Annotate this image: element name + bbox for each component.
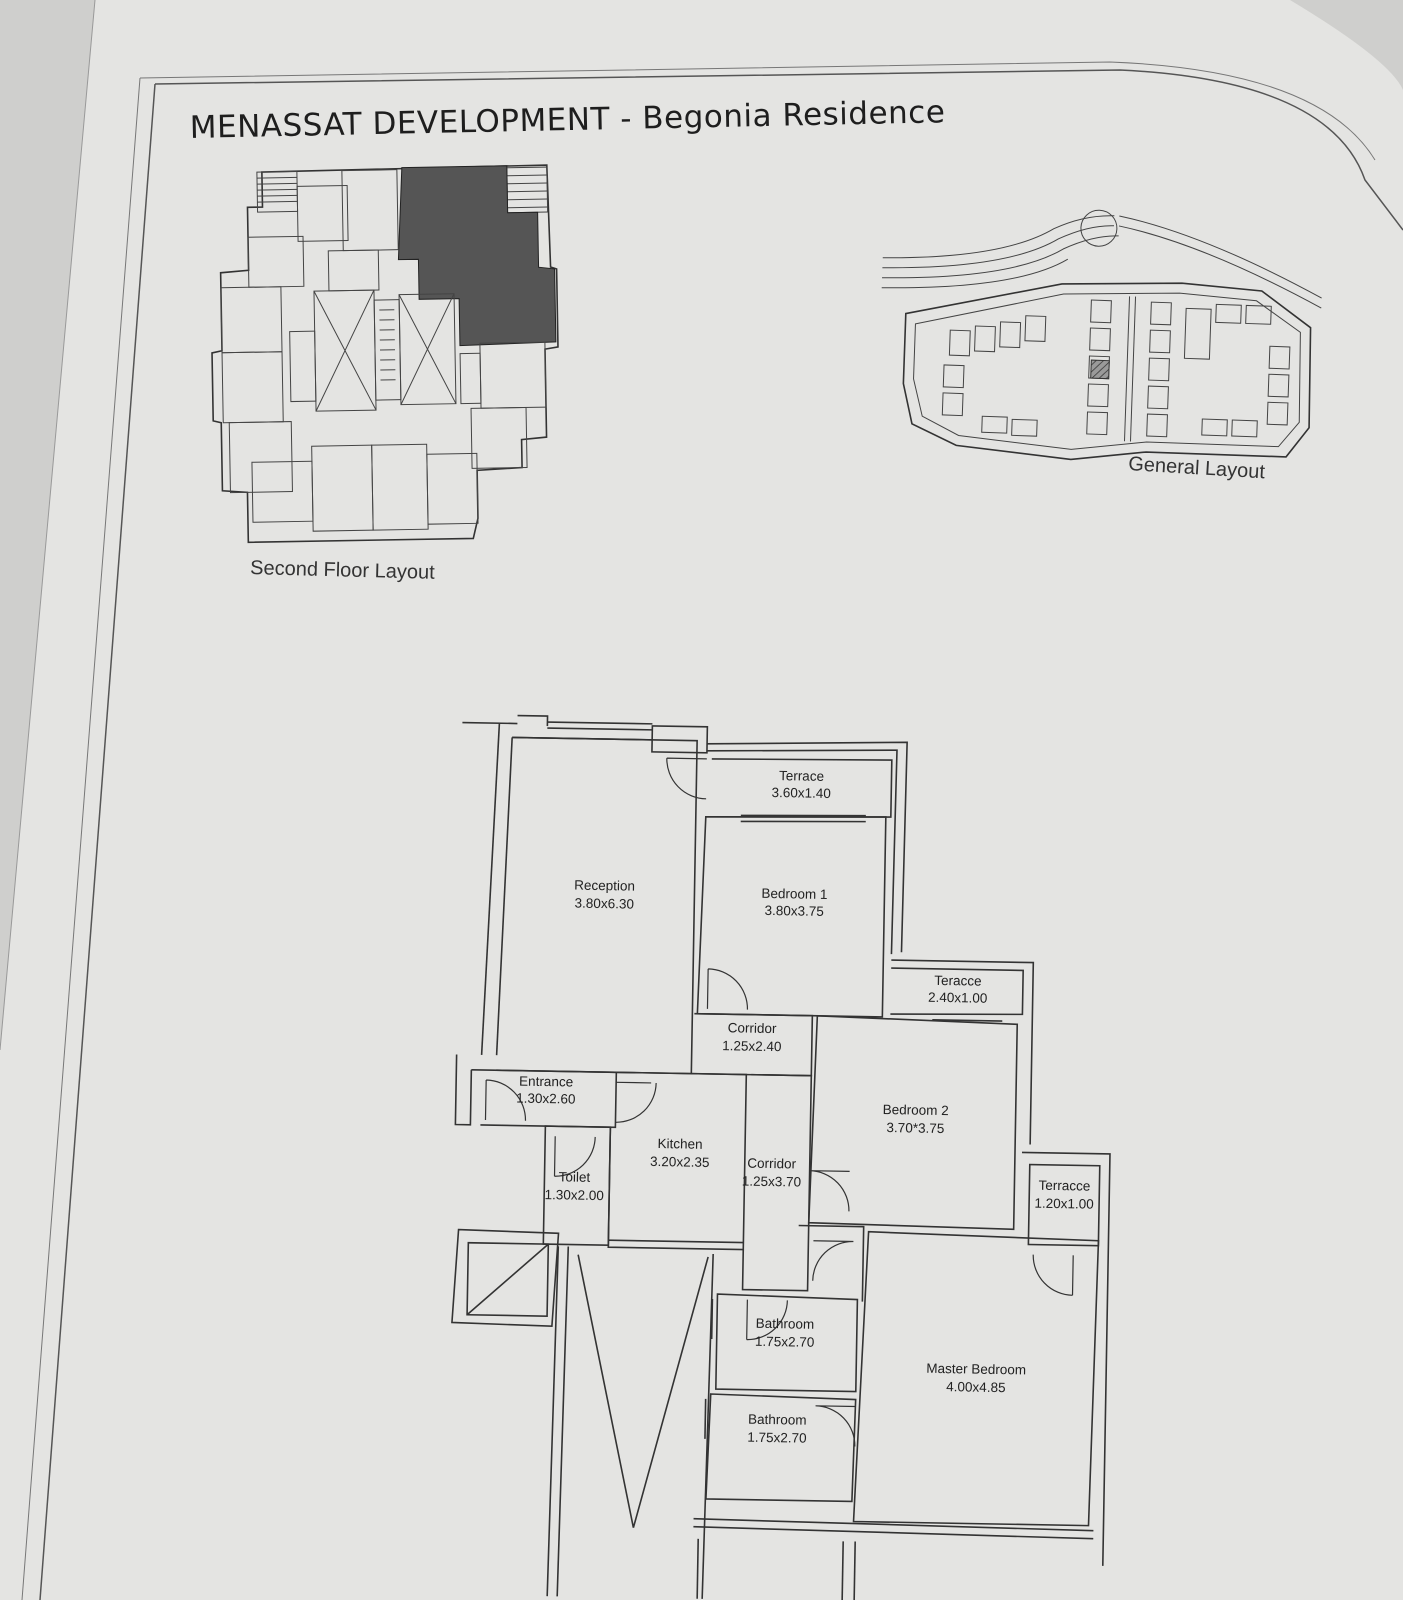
room-size: 2.40x1.00 xyxy=(928,990,988,1006)
second-floor-plan xyxy=(211,164,559,544)
room-name: Toilet xyxy=(559,1169,591,1185)
room-size: 1.75x2.70 xyxy=(747,1430,807,1446)
room-name: Bathroom xyxy=(756,1316,815,1332)
room-size: 3.80x3.75 xyxy=(764,903,824,919)
room-bathroom-2: Bathroom 1.75x2.70 xyxy=(747,1412,807,1446)
room-terrace-right: Terracce 1.20x1.00 xyxy=(1034,1178,1094,1212)
room-name: Kitchen xyxy=(657,1136,702,1152)
room-size: 3.20x2.35 xyxy=(650,1154,710,1170)
room-size: 4.00x4.85 xyxy=(946,1379,1006,1395)
room-name: Corridor xyxy=(747,1156,797,1172)
page-frame-left-outer xyxy=(21,77,141,1600)
room-size: 1.25x3.70 xyxy=(742,1174,802,1190)
room-size: 3.80x6.30 xyxy=(574,896,634,912)
room-name: Terrace xyxy=(779,768,824,784)
room-size: 1.25x2.40 xyxy=(722,1038,782,1054)
page-frame-outer xyxy=(139,61,1376,161)
room-master-bedroom: Master Bedroom 4.00x4.85 xyxy=(926,1361,1026,1395)
room-size: 1.30x2.00 xyxy=(544,1187,604,1203)
room-size: 3.60x1.40 xyxy=(771,785,831,801)
room-name: Master Bedroom xyxy=(926,1361,1026,1378)
room-bathroom-1: Bathroom 1.75x2.70 xyxy=(755,1316,815,1350)
room-name: Teracce xyxy=(934,973,982,989)
room-teracce: Teracce 2.40x1.00 xyxy=(928,973,988,1006)
room-name: Reception xyxy=(574,878,635,894)
room-name: Bedroom 2 xyxy=(883,1102,949,1118)
room-reception: Reception 3.80x6.30 xyxy=(574,878,635,912)
room-name: Entrance xyxy=(519,1074,573,1090)
room-size: 1.20x1.00 xyxy=(1034,1196,1094,1212)
apartment-unit-plan: Terrace 3.60x1.40 Reception 3.80x6.30 Be… xyxy=(451,714,1111,1600)
room-name: Bathroom xyxy=(748,1412,807,1428)
room-name: Bedroom 1 xyxy=(761,886,827,902)
room-entrance: Entrance 1.30x2.60 xyxy=(516,1074,576,1107)
room-corridor-2: Corridor 1.25x3.70 xyxy=(742,1156,802,1190)
sheet-edge xyxy=(0,0,96,1051)
room-size: 1.30x2.60 xyxy=(516,1091,576,1107)
room-corridor-1: Corridor 1.25x2.40 xyxy=(722,1020,782,1054)
room-name: Corridor xyxy=(728,1020,778,1036)
room-name: Terracce xyxy=(1038,1178,1090,1194)
page-frame xyxy=(154,69,1403,231)
room-kitchen: Kitchen 3.20x2.35 xyxy=(650,1136,710,1170)
room-bedroom-2: Bedroom 2 3.70*3.75 xyxy=(883,1102,949,1136)
general-site-plan xyxy=(881,209,1322,461)
room-bedroom-1: Bedroom 1 3.80x3.75 xyxy=(761,886,827,919)
room-toilet: Toilet 1.30x2.00 xyxy=(544,1169,604,1203)
room-terrace-top: Terrace 3.60x1.40 xyxy=(771,768,831,801)
second-floor-caption: Second Floor Layout xyxy=(250,557,436,584)
room-size: 3.70*3.75 xyxy=(886,1120,944,1136)
room-size: 1.75x2.70 xyxy=(755,1334,815,1350)
page-frame-left xyxy=(39,83,156,1600)
